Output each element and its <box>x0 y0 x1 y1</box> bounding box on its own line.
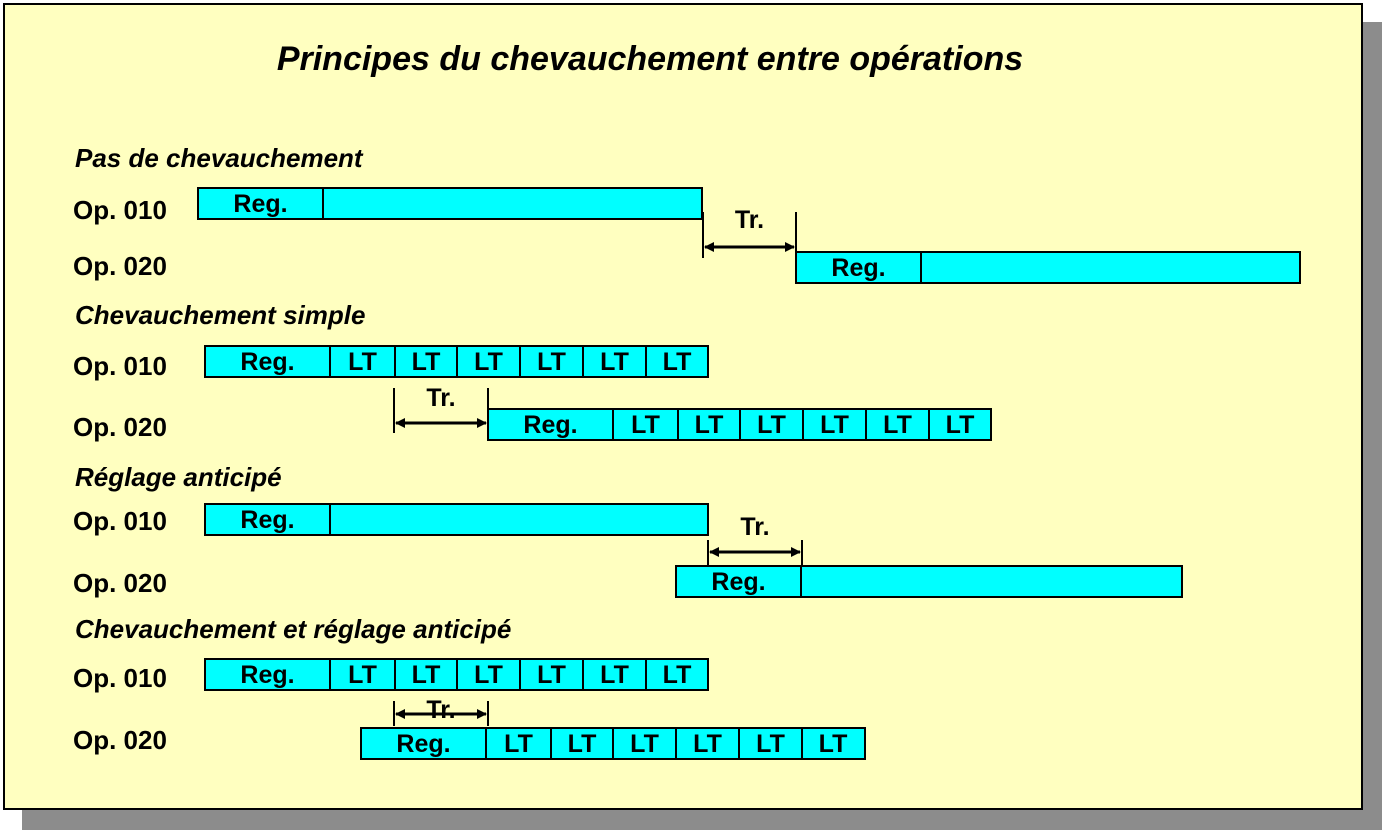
lot-transfer-cell: LT <box>600 348 629 376</box>
setup-cell: Reg. <box>240 348 294 376</box>
operation-row: Op. 020 Reg. <box>73 251 1301 284</box>
lot-transfer-cell: LT <box>820 411 849 439</box>
section-heading: Chevauchement simple <box>75 300 365 330</box>
operation-row: Op. 020 Reg. LT LT LT LT LT LT <box>73 725 866 760</box>
lot-transfer-cell: LT <box>348 661 377 689</box>
operation-label: Op. 010 <box>73 195 167 225</box>
setup-cell: Reg. <box>523 411 577 439</box>
operation-label: Op. 020 <box>73 725 167 755</box>
transfer-arrow: Tr. <box>393 696 489 726</box>
setup-cell: Reg. <box>240 661 294 689</box>
section-heading: Réglage anticipé <box>75 462 282 492</box>
lot-transfer-cell: LT <box>756 730 785 758</box>
setup-cell: Reg. <box>831 254 885 282</box>
section-heading: Pas de chevauchement <box>75 143 364 173</box>
lot-transfer-cell: LT <box>883 411 912 439</box>
operation-label: Op. 010 <box>73 351 167 381</box>
lot-transfer-cell: LT <box>412 661 441 689</box>
lot-transfer-cell: LT <box>537 348 566 376</box>
lot-transfer-cell: LT <box>412 348 441 376</box>
lot-transfer-cell: LT <box>537 661 566 689</box>
operation-label: Op. 010 <box>73 506 167 536</box>
transfer-label: Tr. <box>426 384 455 412</box>
operation-row: Op. 010 Reg. LT LT LT LT LT LT <box>73 658 709 693</box>
operation-row: Op. 010 Reg. LT LT LT LT LT LT <box>73 345 709 381</box>
lot-transfer-cell: LT <box>348 348 377 376</box>
setup-cell: Reg. <box>240 506 294 534</box>
lot-transfer-cell: LT <box>819 730 848 758</box>
transfer-arrow: Tr. <box>393 384 489 433</box>
lot-transfer-cell: LT <box>946 411 975 439</box>
transfer-arrow: Tr. <box>702 206 797 258</box>
transfer-label: Tr. <box>426 696 455 724</box>
lot-transfer-cell: LT <box>630 730 659 758</box>
operation-row: Op. 020 Reg. <box>73 565 1183 598</box>
operation-label: Op. 020 <box>73 568 167 598</box>
transfer-label: Tr. <box>735 206 764 234</box>
operation-bar <box>197 187 703 220</box>
operation-label: Op. 010 <box>73 663 167 693</box>
operation-bar <box>675 565 1183 598</box>
lot-transfer-cell: LT <box>695 411 724 439</box>
operation-label: Op. 020 <box>73 251 167 281</box>
operation-row: Op. 010 Reg. <box>73 503 709 536</box>
lot-transfer-cell: LT <box>631 411 660 439</box>
lot-transfer-cell: LT <box>663 348 692 376</box>
lot-transfer-cell: LT <box>757 411 786 439</box>
operation-bar <box>795 251 1301 284</box>
setup-cell: Reg. <box>711 568 765 596</box>
operation-row: Op. 020 Reg. LT LT LT LT LT LT <box>73 408 992 442</box>
transfer-arrow: Tr. <box>707 513 803 566</box>
lot-transfer-cell: LT <box>504 730 533 758</box>
page-title: Principes du chevauchement entre opérati… <box>277 40 1023 78</box>
lot-transfer-cell: LT <box>663 661 692 689</box>
operation-label: Op. 020 <box>73 412 167 442</box>
lot-transfer-cell: LT <box>600 661 629 689</box>
operation-bar <box>204 503 709 536</box>
section-heading: Chevauchement et réglage anticipé <box>75 614 511 644</box>
lot-transfer-cell: LT <box>474 661 503 689</box>
setup-cell: Reg. <box>396 730 450 758</box>
operation-row: Op. 010 Reg. <box>73 187 703 225</box>
lot-transfer-cell: LT <box>474 348 503 376</box>
lot-transfer-cell: LT <box>693 730 722 758</box>
setup-cell: Reg. <box>233 190 287 218</box>
lot-transfer-cell: LT <box>568 730 597 758</box>
transfer-label: Tr. <box>740 513 769 541</box>
